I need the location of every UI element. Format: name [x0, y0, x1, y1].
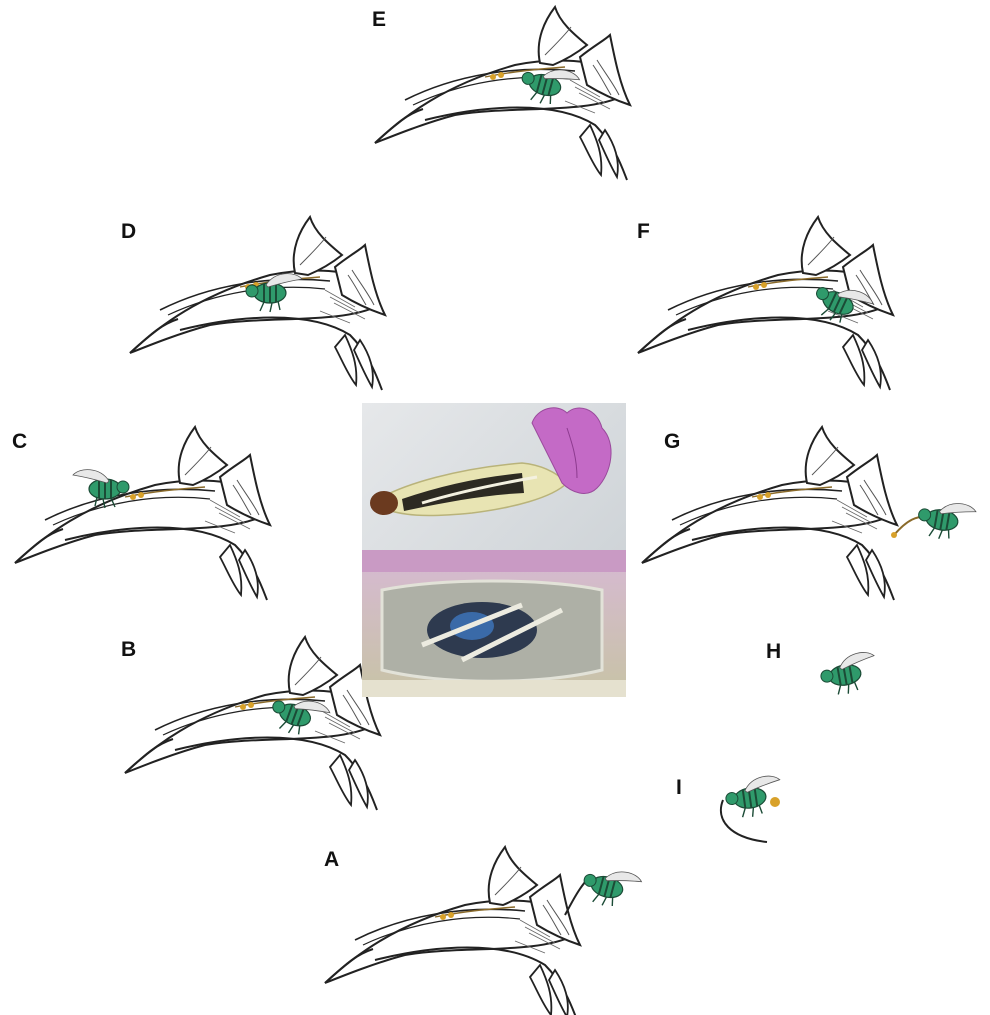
flower-diagram-b: [115, 635, 385, 815]
flower-diagram-a: [315, 845, 655, 1015]
photo-bee-inside-tube: [362, 550, 626, 697]
flower-diagram-c: [5, 425, 275, 605]
flower-diagram-d: [120, 215, 390, 395]
bee-flying-h: [800, 640, 900, 710]
bee-with-pollen-i: [705, 770, 805, 850]
panel-label-i: I: [676, 776, 682, 800]
flower-diagram-e: [365, 5, 635, 185]
photo-flower-cutaway: [362, 403, 626, 550]
flower-diagram-g: [632, 425, 972, 605]
flower-diagram-f: [628, 215, 898, 395]
panel-label-h: H: [766, 640, 781, 664]
